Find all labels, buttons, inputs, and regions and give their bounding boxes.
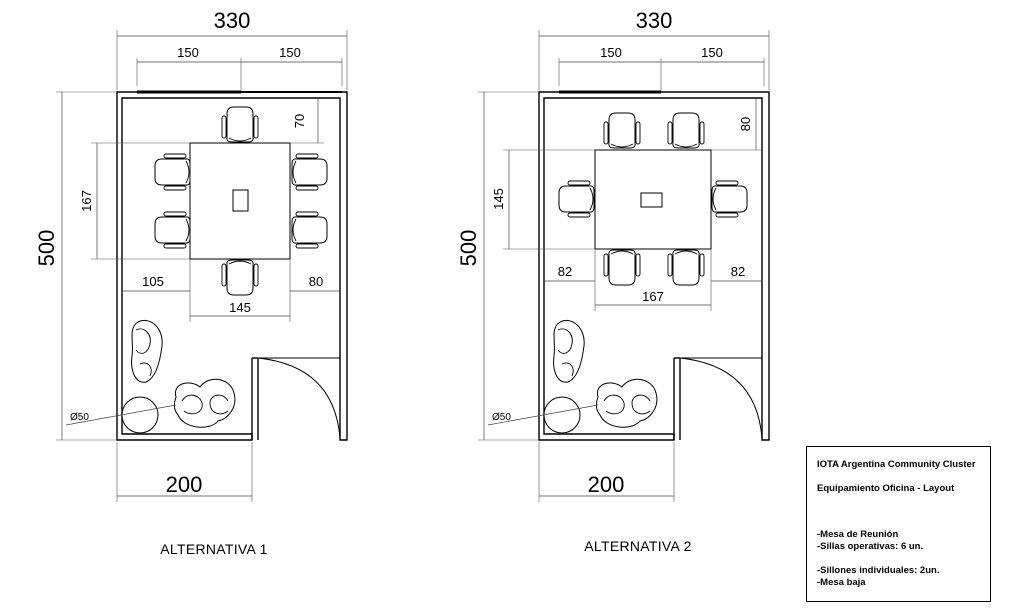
table-center-box — [232, 189, 249, 212]
dim-room-length: 500 — [456, 230, 481, 267]
dim-lounge-width: 200 — [166, 472, 203, 497]
office-chair — [603, 112, 641, 149]
dim-table-depth: 145 — [491, 188, 506, 210]
coffee-table — [121, 396, 159, 434]
alternative-label: ALTERNATIVA 2 — [584, 538, 691, 554]
office-chair — [667, 249, 705, 286]
alternative-label: ALTERNATIVA 1 — [160, 541, 267, 557]
dim-right-clearance: 80 — [309, 274, 323, 289]
office-chair — [154, 153, 191, 191]
dim-top-clearance: 70 — [292, 114, 307, 128]
layout-alternative-2: 330 150 150 500 80 145 — [456, 8, 770, 554]
dim-coffee-table: Ø50 — [492, 412, 511, 423]
lounge-armchair — [131, 319, 163, 383]
dim-table-width: 145 — [229, 300, 251, 315]
table-center-box — [640, 192, 663, 208]
dim-room-width: 330 — [636, 8, 673, 33]
office-chair — [711, 180, 748, 218]
office-chair — [221, 106, 259, 143]
office-chair — [558, 180, 595, 218]
office-chair — [603, 249, 641, 286]
equipment-item: -Sillones individuales: 2un. — [817, 565, 940, 576]
equipment-item: -Sillas operativas: 6 un. — [817, 541, 924, 552]
dim-lounge-width: 200 — [588, 472, 625, 497]
coffee-table — [543, 396, 581, 434]
dim-room-length: 500 — [34, 230, 59, 267]
dim-top-left-segment: 150 — [177, 45, 199, 60]
dim-top-right-segment: 150 — [279, 45, 301, 60]
equipment-item: -Mesa de Reunión — [817, 529, 899, 540]
dim-table-width: 167 — [642, 289, 664, 304]
dim-table-depth: 167 — [79, 190, 94, 212]
lounge-armchair — [553, 319, 585, 383]
drawing-subtitle: Equipamiento Oficina - Layout — [817, 483, 955, 494]
office-chair — [667, 112, 705, 149]
office-chair — [221, 259, 259, 296]
equipment-item: -Mesa baja — [817, 577, 866, 588]
dim-top-clearance: 80 — [738, 117, 753, 131]
office-chair — [291, 153, 328, 191]
dim-top-left-segment: 150 — [600, 45, 622, 60]
dim-room-width: 330 — [214, 8, 251, 33]
door-swing-arc — [257, 357, 341, 439]
dim-left-clearance: 82 — [558, 264, 572, 279]
room-walls — [538, 91, 770, 441]
room-walls — [116, 91, 348, 441]
lounge-armchair — [173, 378, 236, 428]
dim-left-clearance: 105 — [142, 274, 164, 289]
project-title: IOTA Argentina Community Cluster — [817, 459, 976, 470]
lounge-armchair — [595, 378, 658, 428]
layout-alternative-1: 330 150 150 500 70 — [34, 8, 348, 557]
office-chair — [291, 211, 328, 249]
dim-coffee-table: Ø50 — [70, 412, 89, 423]
door-swing-arc — [679, 357, 763, 439]
title-block: IOTA Argentina Community Cluster Equipam… — [806, 446, 991, 602]
dim-right-clearance: 82 — [731, 264, 745, 279]
dim-top-right-segment: 150 — [701, 45, 723, 60]
office-chair — [154, 211, 191, 249]
